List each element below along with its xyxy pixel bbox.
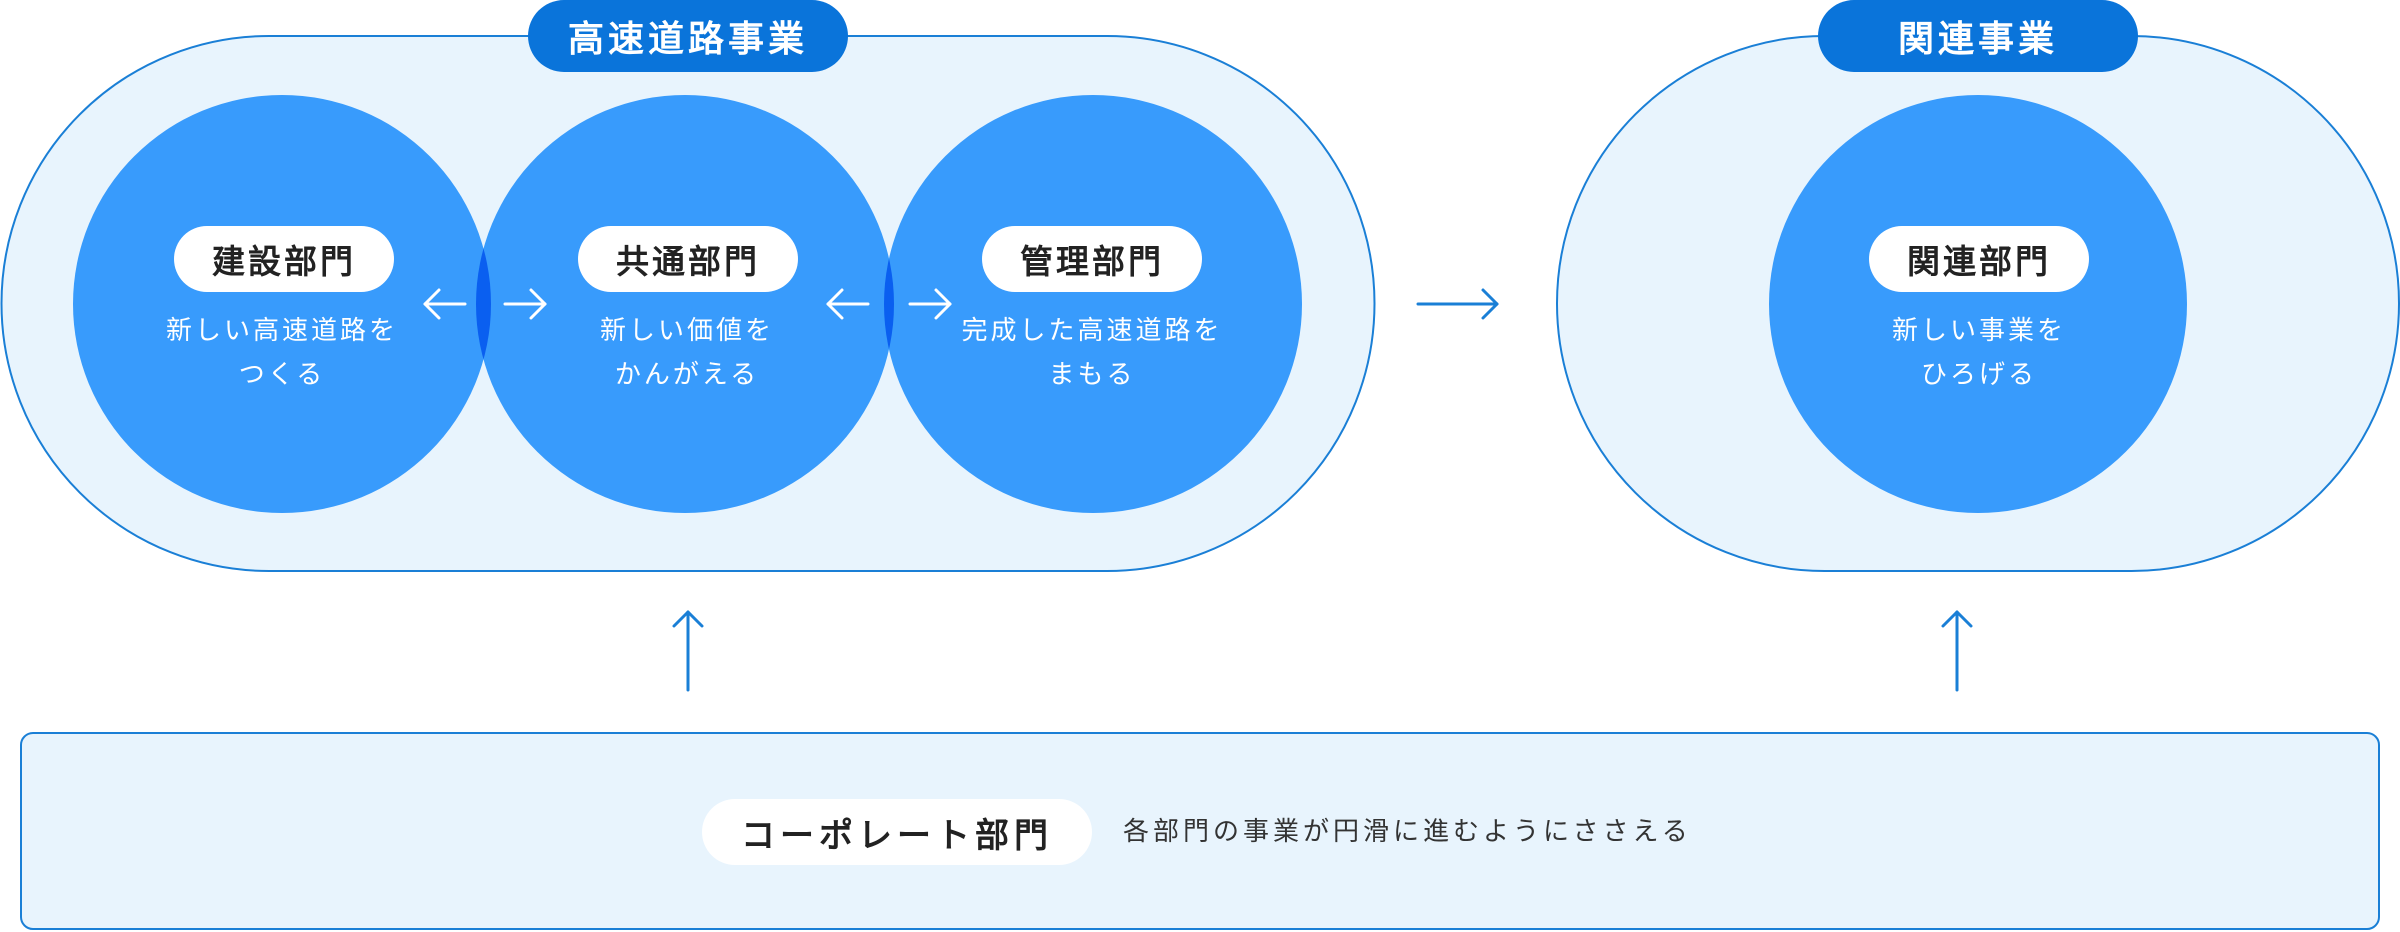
arrow-to-related-business (1416, 288, 1499, 320)
construction-desc-line2: つくる (238, 360, 326, 390)
corporate-container (20, 732, 2380, 930)
construction-desc-line1: 新しい高速道路を (165, 316, 398, 346)
common-dept-label: 共通部門 (578, 226, 798, 292)
related-dept-description: 新しい事業を ひろげる (1829, 309, 2129, 397)
management-dept-description: 完成した高速道路を まもる (937, 309, 1247, 397)
arrow-right-1 (503, 288, 547, 320)
common-desc-line2: かんがえる (614, 360, 760, 390)
management-desc-line1: 完成した高速道路を (961, 316, 1223, 346)
arrow-right-2 (908, 288, 952, 320)
related-dept-label: 関連部門 (1869, 226, 2089, 292)
related-desc-line2: ひろげる (1920, 360, 2037, 390)
management-dept-label: 管理部門 (982, 226, 1202, 292)
construction-dept-label: 建設部門 (174, 226, 394, 292)
arrow-up-to-related (1941, 610, 1973, 692)
arrow-left-2 (826, 288, 870, 320)
related-business-title: 関連事業 (1818, 0, 2138, 72)
construction-dept-description: 新しい高速道路を つくる (132, 309, 432, 397)
management-desc-line2: まもる (1048, 360, 1136, 390)
construction-circle (73, 95, 491, 513)
arrow-left-1 (423, 288, 467, 320)
arrow-up-to-highway (672, 610, 704, 692)
common-dept-description: 新しい価値を かんがえる (537, 309, 837, 397)
related-desc-line1: 新しい事業を (1891, 316, 2066, 346)
related-circle (1769, 95, 2187, 513)
common-desc-line1: 新しい価値を (599, 316, 774, 346)
management-circle (884, 95, 1302, 513)
common-circle (476, 95, 894, 513)
corporate-dept-description: 各部門の事業が円滑に進むようにささえる (1123, 817, 1692, 847)
corporate-dept-label: コーポレート部門 (702, 799, 1092, 865)
highway-business-title: 高速道路事業 (528, 0, 848, 72)
